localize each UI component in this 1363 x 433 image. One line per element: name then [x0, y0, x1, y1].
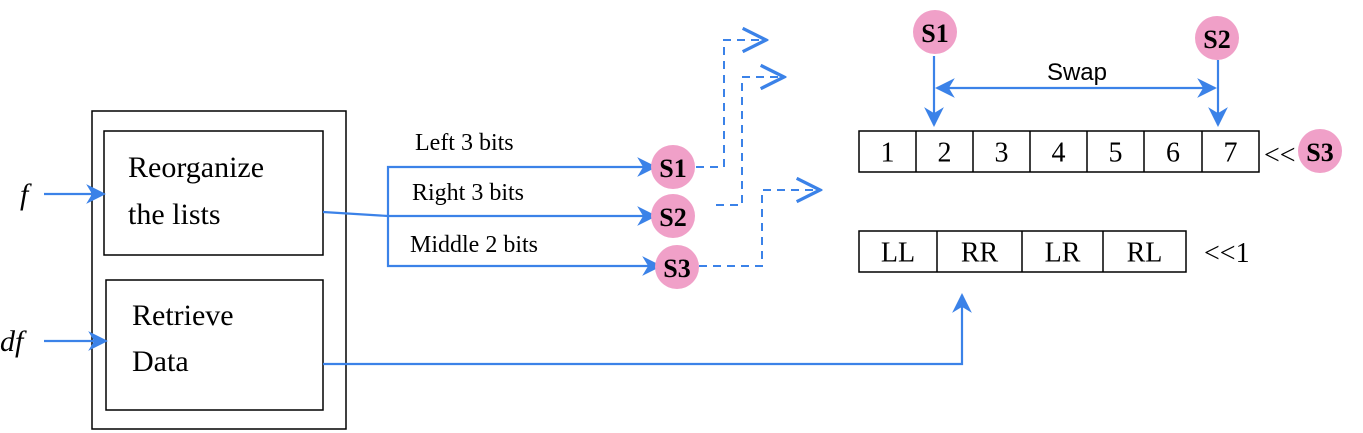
pair-cell: LL — [881, 238, 915, 269]
pair-cell: LR — [1045, 238, 1081, 269]
number-cell: 1 — [881, 138, 895, 169]
number-cell-row: 1 2 3 4 5 6 7 — [858, 130, 1260, 173]
number-shift-label: << S3 — [1264, 129, 1342, 173]
swap-label: Swap — [1047, 59, 1107, 86]
swap-s2-label: S2 — [1203, 25, 1230, 54]
shift-s3-badge — [1298, 129, 1342, 173]
branch-labels: Left 3 bits Right 3 bits Middle 2 bits — [410, 130, 538, 258]
signal-s1-badge: S1 — [651, 145, 695, 189]
number-cell: 2 — [938, 138, 952, 169]
dashed-s3-arrow — [699, 190, 820, 267]
signal-s3-label: S3 — [663, 254, 690, 283]
signal-s2-badge: S2 — [651, 194, 695, 238]
pair-cell: RR — [961, 238, 999, 269]
number-frame — [858, 130, 1260, 173]
reorganize-label-line1: Reorganize — [128, 151, 264, 184]
number-cell: 3 — [995, 138, 1009, 169]
retrieve-label-line2: Data — [132, 345, 189, 378]
branch-left-arrow — [386, 157, 657, 216]
number-cell: 4 — [1052, 138, 1066, 169]
input-f-label: f — [20, 178, 32, 211]
signal-s2-label: S2 — [659, 203, 686, 232]
pair-cell-row: LL RR LR RL — [858, 230, 1187, 273]
retrieve-output-arrow — [323, 293, 972, 366]
reorganize-block: Reorganize the lists — [103, 130, 324, 256]
branch-middle-label: Middle 2 bits — [410, 232, 538, 258]
dashed-s2-arrow — [716, 77, 784, 206]
reorganize-label-line2: the lists — [128, 198, 221, 231]
retrieve-block: Retrieve Data — [105, 279, 324, 411]
swap-s2-badge: S2 — [1195, 16, 1239, 60]
branch-right-arrow — [322, 206, 657, 226]
input-df-label: df — [0, 325, 27, 358]
input-df: df — [0, 325, 108, 358]
pair-shift-label: <<1 — [1204, 238, 1250, 269]
swap-s1-label: S1 — [921, 19, 948, 48]
number-shift-prefix: << — [1264, 140, 1296, 171]
number-cell: 6 — [1166, 138, 1180, 169]
branch-middle-arrow — [386, 216, 662, 276]
number-cell: 5 — [1109, 138, 1123, 169]
shift-s3-label: S3 — [1306, 138, 1333, 167]
dashed-s1-arrow — [696, 40, 766, 168]
branch-right-label: Right 3 bits — [412, 180, 524, 206]
swap-pointers — [924, 56, 1228, 127]
reorganize-output-lines — [322, 157, 662, 276]
signal-s1-label: S1 — [659, 154, 686, 183]
retrieve-label-line1: Retrieve — [132, 299, 234, 332]
processor-frame — [91, 110, 347, 430]
number-cell: 7 — [1224, 138, 1238, 169]
branch-left-label: Left 3 bits — [415, 130, 514, 156]
swap-s1-badge: S1 — [913, 10, 957, 54]
dashed-forward-lines — [696, 40, 820, 267]
pair-cell: RL — [1127, 238, 1163, 269]
signal-s3-badge: S3 — [655, 245, 699, 289]
